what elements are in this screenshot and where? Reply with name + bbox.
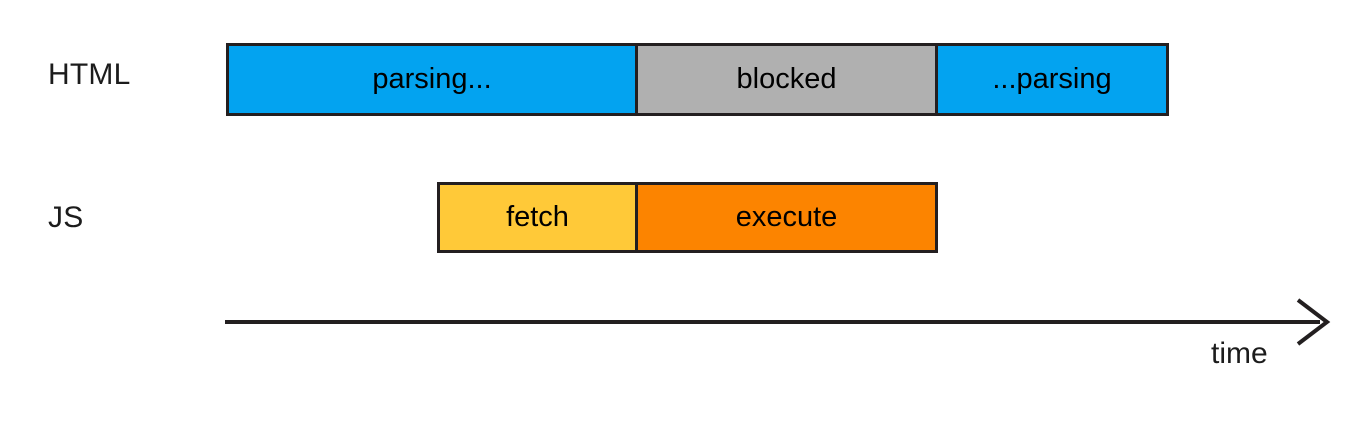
- row-label-js: JS: [48, 201, 84, 234]
- arrow-icon: [225, 298, 1331, 346]
- js-segment-execute: execute: [635, 182, 938, 253]
- time-axis-label: time: [1211, 337, 1268, 370]
- html-segment-blocked: blocked: [635, 43, 938, 116]
- html-segment-parsing-end: ...parsing: [935, 43, 1169, 116]
- js-segment-fetch: fetch: [437, 182, 638, 253]
- time-axis-arrow: [220, 295, 1340, 355]
- row-label-html: HTML: [48, 58, 131, 91]
- html-segment-parsing-start: parsing...: [226, 43, 638, 116]
